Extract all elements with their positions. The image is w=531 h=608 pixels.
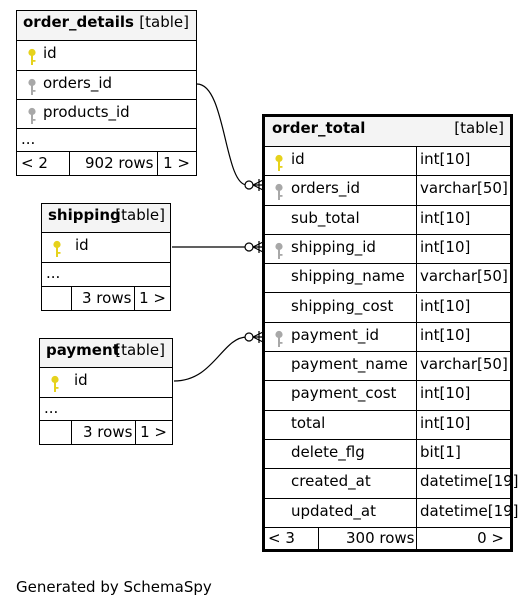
footer-row-count: 3 rows: [83, 423, 133, 441]
column-name: updated_at: [291, 501, 376, 520]
table-header: order_total [table]: [265, 117, 510, 147]
column-type: datetime[19]: [420, 501, 519, 520]
column-name: id: [291, 150, 305, 168]
footer-row-count: 300 rows: [346, 529, 415, 547]
column-row[interactable]: shipping_name varchar[50]: [265, 264, 510, 294]
column-row[interactable]: payment_name varchar[50]: [265, 352, 510, 382]
table-kind-label: [table]: [454, 119, 504, 137]
table-header: shipping [table]: [42, 204, 170, 233]
ellipsis-row: ...: [17, 129, 196, 152]
column-row[interactable]: payment_id int[10]: [265, 322, 510, 353]
footer-row-count: 902 rows: [85, 154, 154, 172]
column-row[interactable]: products_id: [17, 100, 196, 129]
table-shipping[interactable]: shipping [table] id ... 3 rows 1 >: [41, 203, 171, 311]
primary-key-icon: [28, 48, 36, 65]
column-name: payment_cost: [291, 384, 397, 403]
generated-by-caption: Generated by SchemaSpy: [16, 578, 212, 596]
table-footer: < 2 902 rows 1 >: [17, 152, 196, 175]
foreign-key-icon: [275, 242, 283, 259]
column-row[interactable]: shipping_cost int[10]: [265, 293, 510, 323]
table-footer: 3 rows 1 >: [40, 421, 172, 444]
primary-key-icon: [275, 154, 283, 171]
ellipsis-text: ...: [44, 399, 59, 417]
column-name: created_at: [291, 472, 371, 491]
column-name: id: [74, 371, 88, 389]
column-name: products_id: [43, 103, 130, 121]
column-name: payment_id: [291, 325, 380, 344]
column-name: payment_name: [291, 355, 408, 374]
column-row[interactable]: shipping_id int[10]: [265, 234, 510, 265]
column-name: sub_total: [291, 208, 360, 227]
column-row[interactable]: updated_at datetime[19]: [265, 498, 519, 528]
ellipsis-row: ...: [42, 263, 170, 287]
table-name: order_total: [272, 119, 366, 137]
column-type: varchar[50]: [420, 179, 508, 198]
table-order-details[interactable]: order_details [table] id orders_id produ…: [16, 10, 197, 176]
footer-row-count: 3 rows: [82, 289, 132, 307]
table-payment[interactable]: payment [table] id ... 3 rows 1 >: [39, 338, 173, 445]
column-row[interactable]: created_at datetime[19]: [265, 469, 519, 499]
link-payment-to-order-total: [173, 336, 265, 382]
table-footer: < 3 300 rows 0 >: [265, 527, 510, 549]
foreign-key-icon: [275, 330, 283, 347]
link-order-details-to-order-total: [196, 83, 265, 186]
column-type: bit[1]: [420, 443, 461, 461]
ellipsis-text: ...: [46, 264, 61, 282]
footer-children: 1 >: [163, 154, 190, 172]
ellipsis-text: ...: [21, 130, 36, 148]
column-type: int[10]: [420, 150, 471, 168]
footer-parents: < 2: [21, 154, 48, 172]
column-row[interactable]: total int[10]: [265, 410, 510, 440]
column-type: int[10]: [420, 296, 471, 315]
column-type: int[10]: [420, 325, 471, 344]
ellipsis-row: ...: [40, 398, 172, 421]
column-type: datetime[19]: [420, 472, 519, 491]
column-name: shipping_id: [291, 237, 376, 256]
column-name: total: [291, 413, 326, 432]
column-type: int[10]: [420, 384, 471, 403]
column-type: int[10]: [420, 237, 471, 256]
table-kind-label: [table]: [115, 341, 165, 359]
foreign-key-icon: [28, 78, 36, 95]
footer-children: 1 >: [139, 289, 166, 307]
table-name: shipping: [48, 206, 121, 224]
column-row[interactable]: delete_flg bit[1]: [265, 440, 510, 470]
table-header: payment [table]: [40, 339, 172, 368]
primary-key-icon: [53, 240, 61, 257]
table-footer: 3 rows 1 >: [42, 287, 170, 310]
column-type: int[10]: [420, 208, 471, 227]
column-name: shipping_name: [291, 267, 405, 286]
foreign-key-icon: [28, 107, 36, 124]
primary-key-icon: [51, 375, 59, 392]
table-kind-label: [table]: [139, 13, 189, 31]
column-type: int[10]: [420, 413, 471, 432]
column-row[interactable]: payment_cost int[10]: [265, 381, 510, 411]
column-name: delete_flg: [291, 443, 365, 461]
column-row[interactable]: orders_id: [17, 71, 196, 100]
column-row[interactable]: id: [17, 41, 196, 71]
column-name: orders_id: [43, 74, 113, 92]
column-row[interactable]: id: [40, 368, 172, 398]
column-row[interactable]: id: [42, 233, 170, 263]
table-kind-label: [table]: [115, 206, 165, 224]
column-name: id: [43, 44, 57, 62]
table-header: order_details [table]: [17, 11, 196, 41]
column-row[interactable]: sub_total int[10]: [265, 205, 510, 235]
foreign-key-icon: [275, 184, 283, 201]
footer-children: 1 >: [140, 423, 167, 441]
column-type: varchar[50]: [420, 355, 508, 374]
column-row[interactable]: orders_id varchar[50]: [265, 176, 510, 206]
footer-children: 0 >: [477, 529, 504, 547]
table-name: payment: [46, 341, 120, 359]
footer-parents: < 3: [268, 529, 295, 547]
column-name: shipping_cost: [291, 296, 394, 315]
column-type: varchar[50]: [420, 267, 508, 286]
table-name: order_details: [23, 13, 134, 31]
column-name: orders_id: [291, 179, 361, 198]
column-name: id: [75, 236, 89, 254]
column-row[interactable]: id int[10]: [265, 147, 510, 177]
